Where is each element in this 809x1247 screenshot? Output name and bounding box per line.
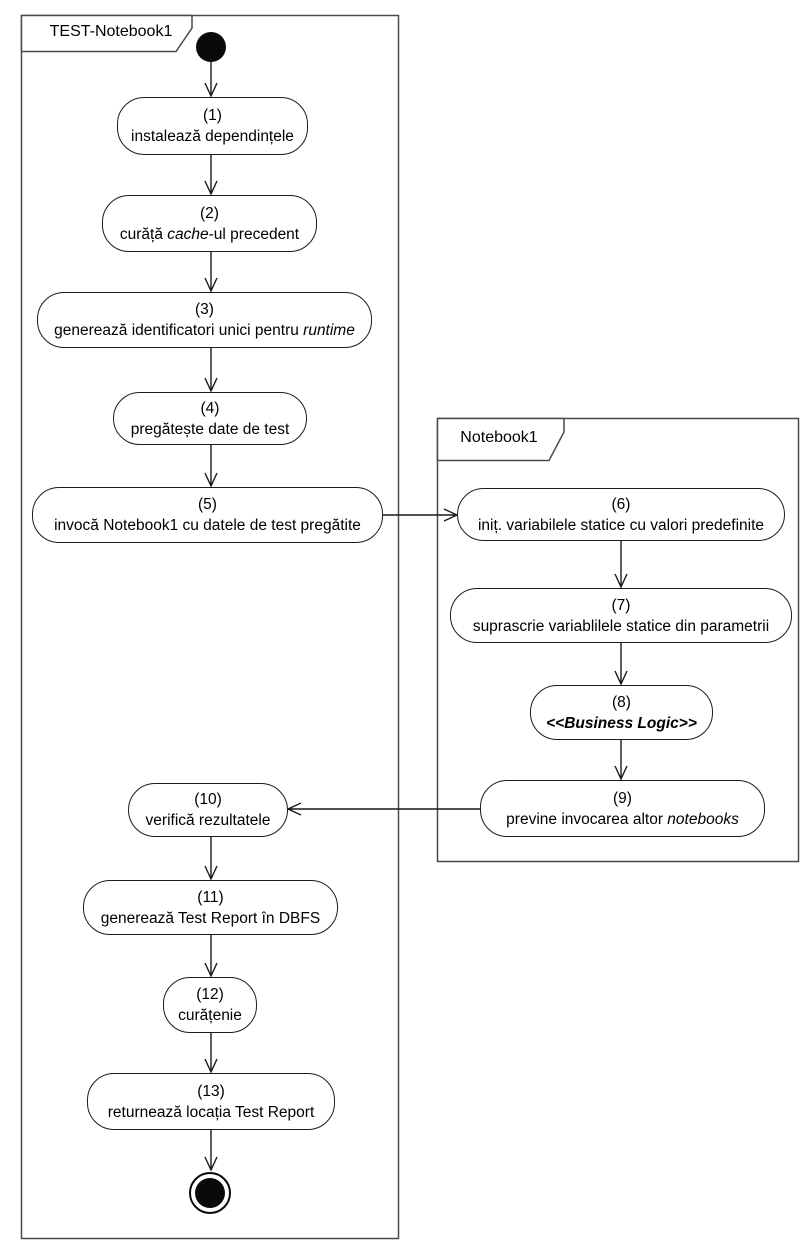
edge-12-to-13 [204,1033,218,1074]
action-node-1: (1) instalează dependințele [117,97,308,155]
node-text: previne invocarea altor [506,810,668,828]
final-node-icon [189,1172,231,1214]
edge-11-to-12 [204,935,218,978]
edge-9-to-10 [286,802,480,816]
node-text: suprascrie variablilele statice din para… [472,617,770,635]
node-number: (12) [196,986,224,1003]
node-label: pregătește date de test [131,419,290,440]
action-node-2: (2) curăță cache-ul precedent [102,195,317,252]
node-number: (9) [613,789,632,807]
edge-13-to-end [204,1130,218,1172]
node-text: returnează locația Test Report [107,1103,315,1121]
node-number: (1) [203,107,222,124]
action-node-8: (8) <<Business Logic>> [530,685,713,740]
final-node-dot [195,1178,225,1208]
action-node-6: (6) iniț. variabilele statice cu valori … [457,488,785,541]
frame-label-test-notebook1: TEST-Notebook1 [49,23,173,40]
node-label: invocă Notebook1 cu datele de test pregă… [54,515,361,536]
node-text: curățenie [178,1007,242,1024]
node-text-italic: notebooks [667,810,739,828]
node-text-italic: runtime [303,322,355,339]
frame-tab-test-notebook1 [20,14,193,53]
action-node-11: (11) generează Test Report în DBFS [83,880,338,935]
edge-start-to-1 [204,62,218,98]
node-number: (10) [194,791,222,808]
action-node-4: (4) pregătește date de test [113,392,307,445]
node-number: (13) [197,1082,225,1100]
action-node-10: (10) verifică rezultatele [128,783,288,837]
node-label: curățenie [178,1005,242,1026]
edge-5-to-6 [383,508,459,522]
node-label: iniț. variabilele statice cu valori pred… [478,515,764,536]
node-text-italic: cache [167,225,209,243]
node-number: (5) [198,496,217,513]
frame-notebook1 [436,417,800,863]
node-text: invocă Notebook1 cu datele de test pregă… [54,517,361,534]
action-node-3: (3) generează identificatori unici pentr… [37,292,372,348]
node-label: generează Test Report în DBFS [101,908,320,929]
node-number: (11) [197,888,224,906]
frame-tab-notebook1 [436,417,565,462]
node-text: -ul precedent [208,225,300,243]
action-node-12: (12) curățenie [163,977,257,1033]
node-label: suprascrie variablilele statice din para… [473,616,769,637]
node-text: instalează dependințele [131,128,294,145]
edge-10-to-11 [204,837,218,881]
node-number: (2) [200,204,219,222]
edge-6-to-7 [614,541,628,589]
node-text: generează identificatori unici pentru [54,322,304,339]
node-label: verifică rezultatele [146,810,271,831]
node-number: (6) [611,495,631,513]
node-text: iniț. variabilele statice cu valori pred… [477,516,765,534]
node-label: <<Business Logic>> [546,713,697,734]
node-label: returnează locația Test Report [108,1102,315,1123]
node-text: pregătește date de test [130,420,290,438]
frame-label-notebook1: Notebook1 [460,429,538,446]
action-node-7: (7) suprascrie variablilele statice din … [450,588,792,643]
node-text: curăță [119,225,168,243]
node-text: verifică rezultatele [145,812,271,829]
action-node-9: (9) previne invocarea altor notebooks [480,780,765,837]
edge-4-to-5 [204,445,218,488]
node-label: generează identificatori unici pentru ru… [54,320,355,341]
action-node-13: (13) returnează locația Test Report [87,1073,335,1130]
edge-1-to-2 [204,155,218,196]
initial-node-icon [196,32,226,62]
node-number: (4) [200,399,220,417]
edge-3-to-4 [204,348,218,393]
frame-test-notebook1 [20,14,400,1240]
edge-7-to-8 [614,643,628,686]
node-text: generează Test Report în DBFS [100,909,321,927]
node-label: curăță cache-ul precedent [120,224,299,245]
action-node-5: (5) invocă Notebook1 cu datele de test p… [32,487,383,543]
node-number: (7) [611,596,631,614]
node-label: instalează dependințele [131,126,294,147]
node-number: (3) [195,301,214,318]
edges [204,62,628,1172]
edge-8-to-9 [614,740,628,781]
node-label: previne invocarea altor notebooks [506,809,739,830]
node-text-italic: <<Business Logic>> [546,714,697,732]
node-number: (8) [612,693,631,711]
edge-2-to-3 [204,252,218,293]
